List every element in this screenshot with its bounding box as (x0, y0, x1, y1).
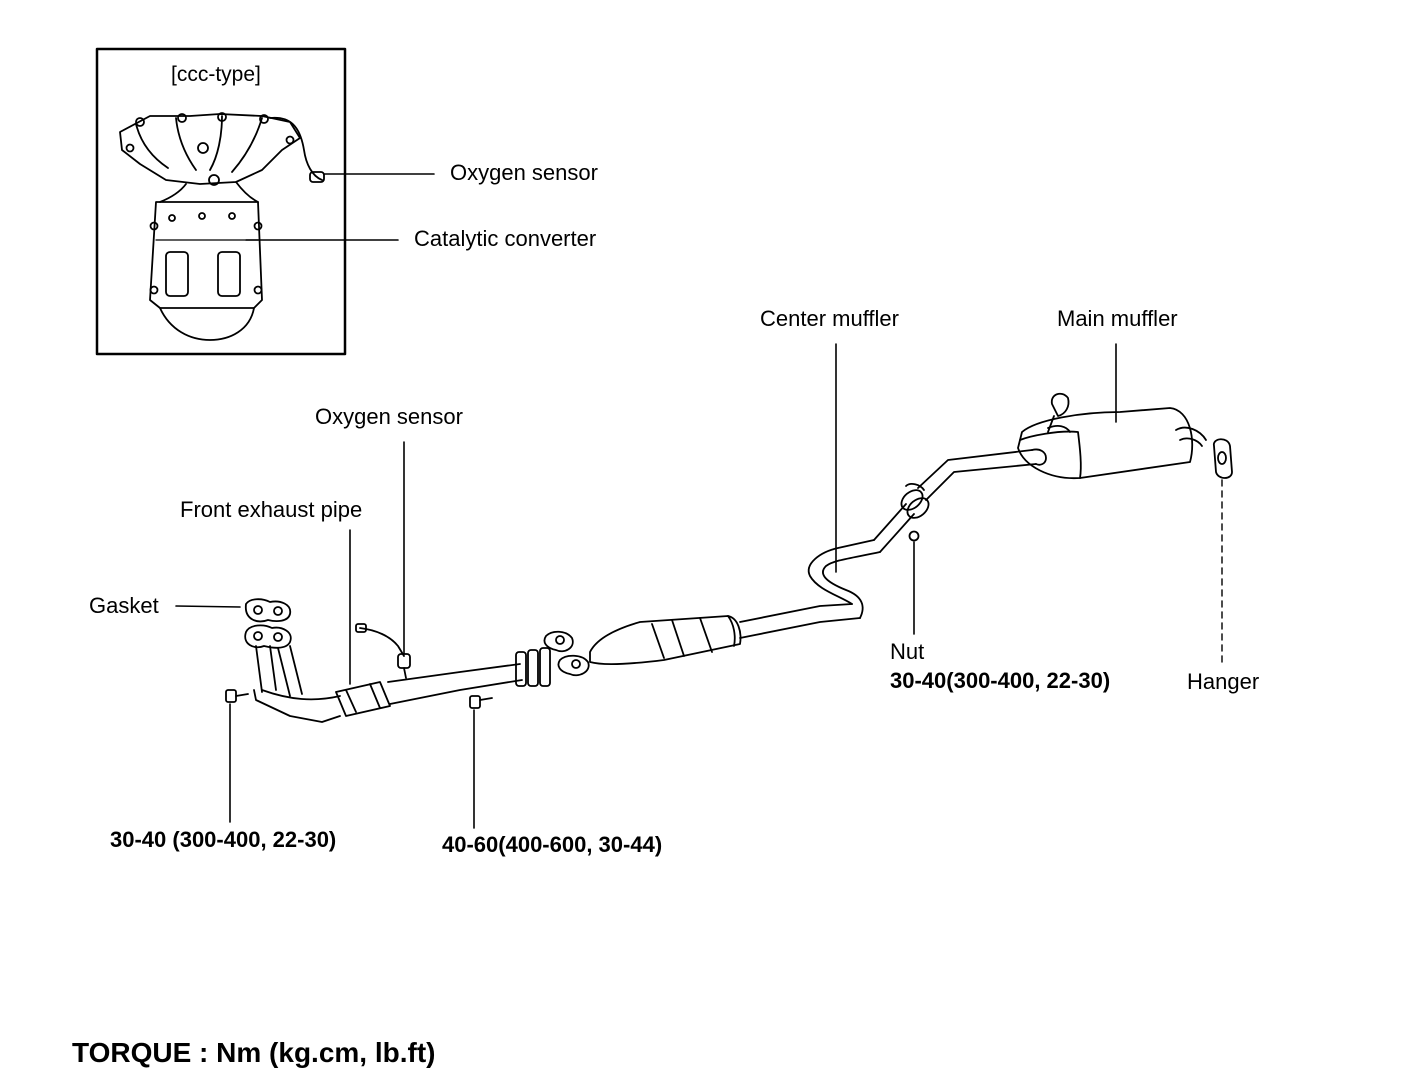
manifold-bolt-drawing (225, 689, 249, 703)
front-exhaust-pipe-label: Front exhaust pipe (180, 497, 363, 522)
nut-label: Nut (890, 639, 925, 664)
torque-units-note: TORQUE : Nm (kg.cm, lb.ft) (72, 1037, 436, 1068)
exhaust-manifold-drawing (119, 112, 325, 203)
main-muffler-label: Main muffler (1057, 306, 1178, 331)
inset-oxygen-sensor-label: Oxygen sensor (450, 160, 598, 185)
pipe-joint-flange-drawing (515, 630, 590, 687)
flange-bolt-torque-value: 40-60(400-600, 30-44) (442, 832, 663, 857)
main-muffler-drawing (1017, 392, 1207, 479)
hanger-label: Hanger (1187, 669, 1260, 694)
hanger-drawing (1213, 438, 1233, 479)
leader-gasket (175, 605, 241, 608)
nut-clamp-drawing (900, 483, 930, 542)
inset-catalytic-converter-label: Catalytic converter (414, 226, 597, 251)
oxygen-sensor-drawing (355, 623, 411, 679)
oxygen-sensor-label: Oxygen sensor (315, 404, 463, 429)
gasket-drawing (245, 598, 292, 623)
inset-title: [ccc-type] (171, 63, 261, 86)
main-muffler-inlet-pipe-drawing (917, 448, 1047, 501)
inset-frame (95, 47, 347, 356)
flange-bolt-drawing (469, 695, 493, 709)
center-muffler-label: Center muffler (760, 306, 899, 331)
nut-torque-value: 30-40(300-400, 22-30) (890, 668, 1111, 693)
center-muffler-drawing (589, 503, 915, 666)
gasket-label: Gasket (89, 593, 159, 618)
front-exhaust-pipe-drawing (244, 624, 523, 723)
catalytic-converter-drawing (149, 201, 263, 341)
manifold-bolt-torque-value: 30-40 (300-400, 22-30) (110, 827, 337, 852)
